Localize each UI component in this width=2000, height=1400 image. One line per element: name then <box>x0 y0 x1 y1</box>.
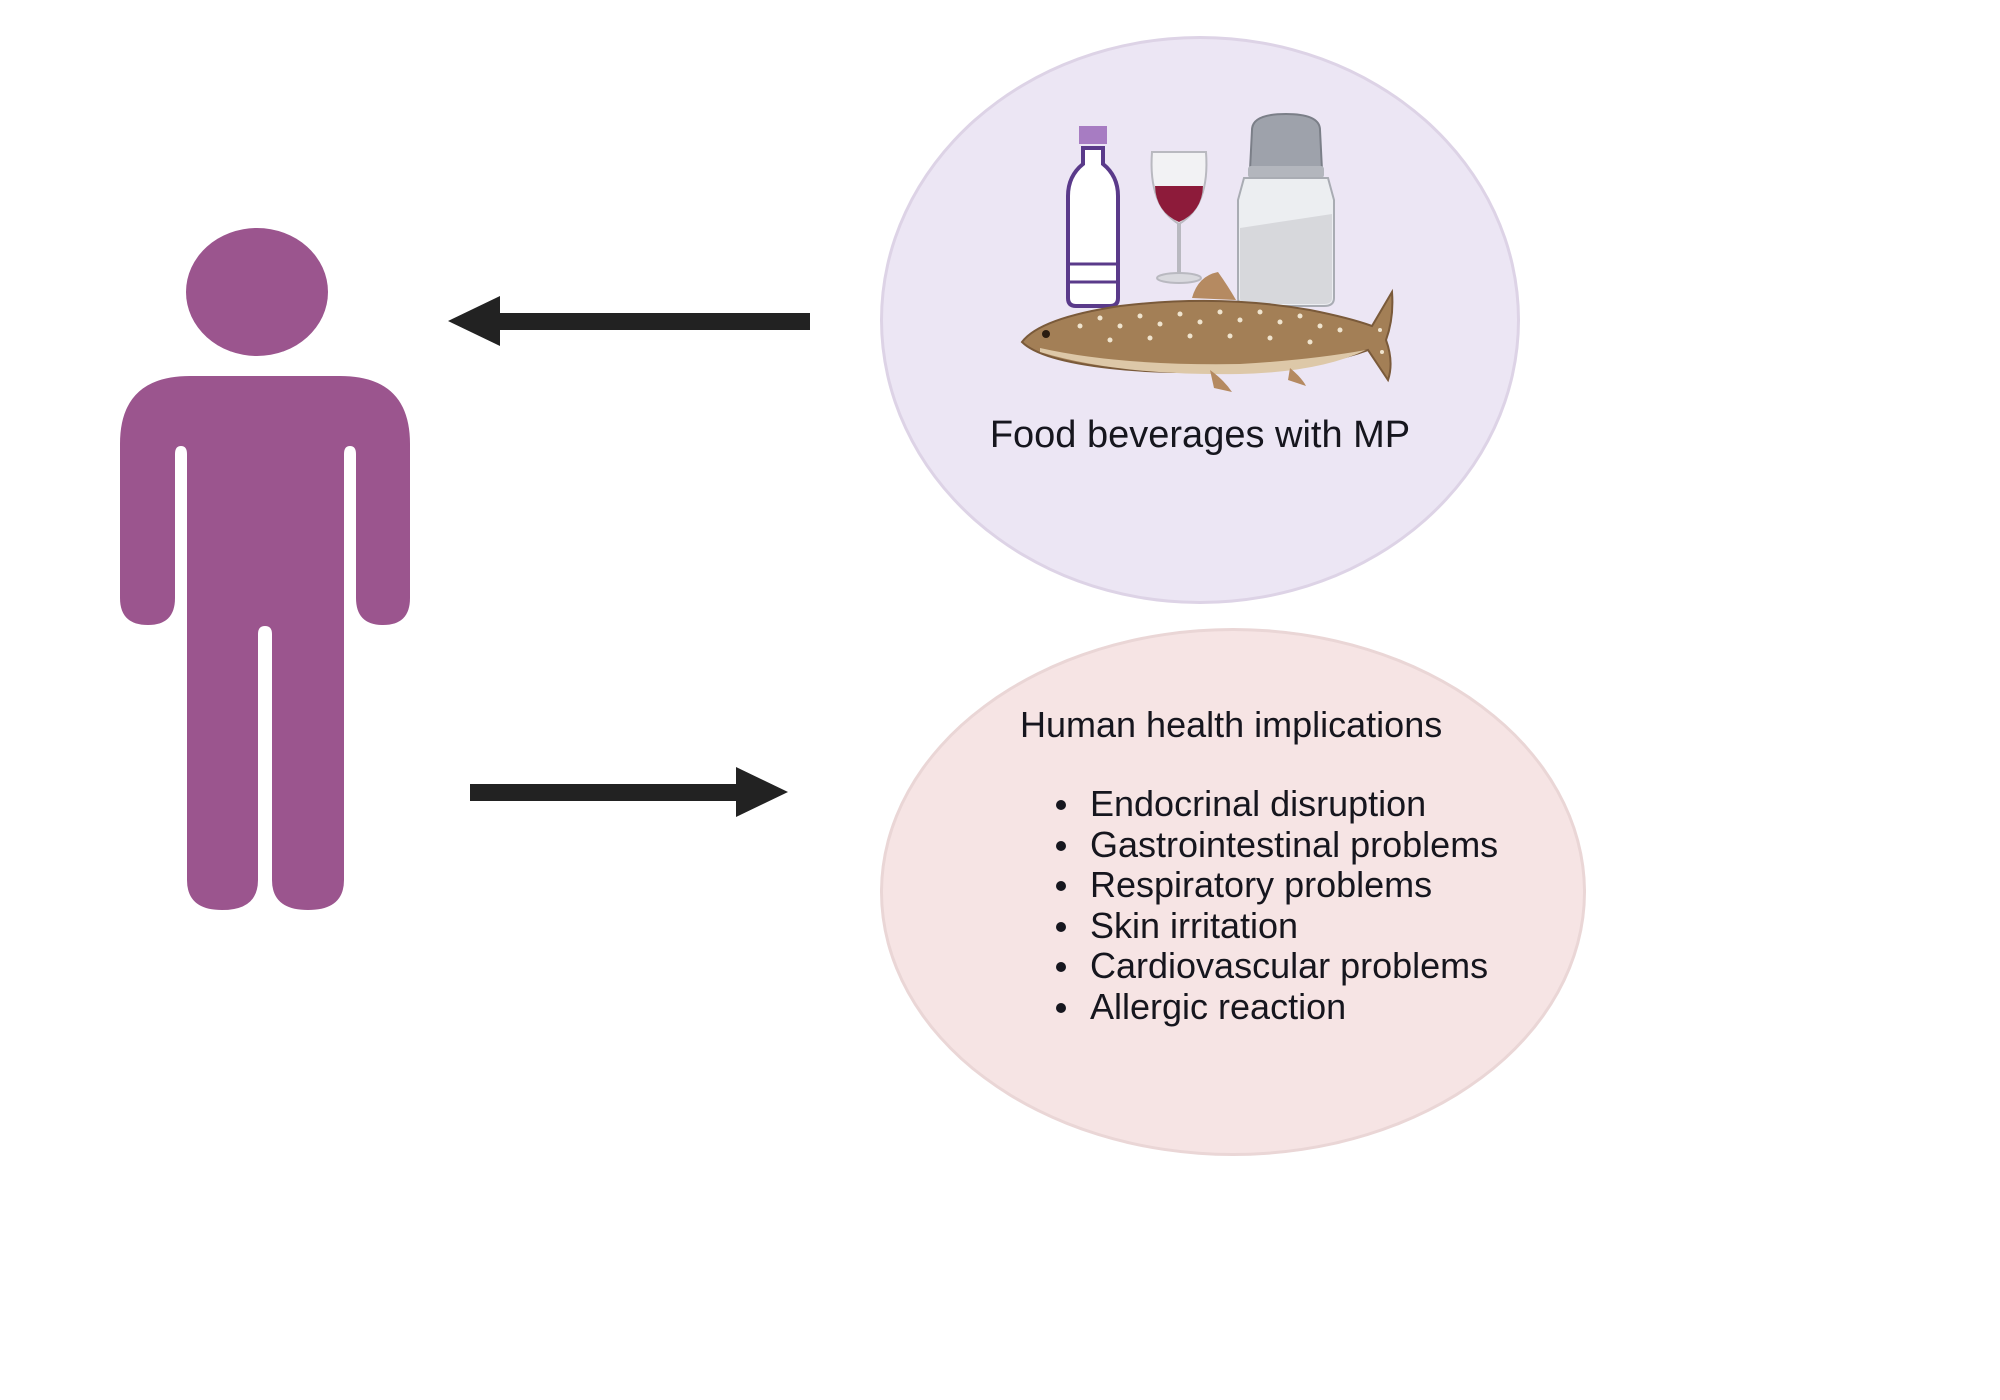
list-item: Cardiovascular problems <box>1055 945 1498 987</box>
list-item: Respiratory problems <box>1055 864 1498 906</box>
health-bubble <box>880 628 1586 1156</box>
water-bottle-icon <box>1066 126 1120 308</box>
list-item: Gastrointestinal problems <box>1055 823 1499 865</box>
list-item: Allergic reaction <box>1055 986 1498 1028</box>
person-icon <box>120 228 410 910</box>
arrow-left-icon <box>448 296 810 346</box>
wine-glass-icon <box>1150 151 1208 284</box>
food-label: Food beverages with MP <box>989 414 1411 456</box>
list-item: Skin irritation <box>1055 905 1498 947</box>
salt-shaker-icon <box>1237 112 1335 307</box>
list-item: Endocrinal disruption <box>1055 783 1498 825</box>
health-title: Human health implications <box>1020 704 1443 745</box>
arrow-right-icon <box>470 767 788 817</box>
health-list: Endocrinal disruption Gastrointestinal p… <box>1055 783 1499 1028</box>
fish-icon <box>1020 272 1394 392</box>
